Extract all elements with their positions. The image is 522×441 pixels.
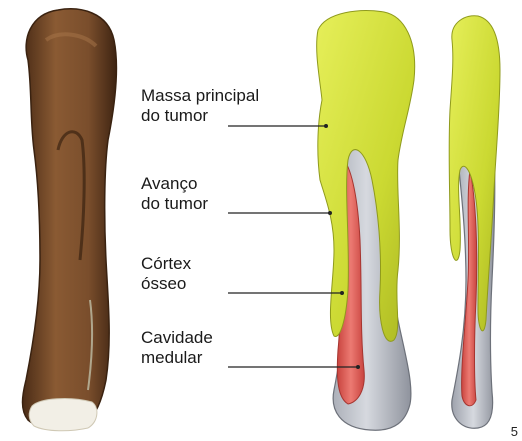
label-advance-line2: do tumor [141, 194, 208, 214]
figure-number: 5 [511, 424, 518, 439]
label-advance-line1: Avanço [141, 174, 208, 194]
label-medullary-cavity: Cavidade medular [141, 328, 213, 368]
ct-bone-side [449, 16, 500, 429]
leader-dot [324, 124, 328, 128]
leader-dot [328, 211, 332, 215]
label-cavity-line2: medular [141, 348, 213, 368]
leader-dot [340, 291, 344, 295]
label-cortex-line2: ósseo [141, 274, 191, 294]
label-main-mass-line2: do tumor [141, 106, 259, 126]
label-cavity-line1: Cavidade [141, 328, 213, 348]
label-main-mass-line1: Massa principal [141, 86, 259, 106]
label-tumor-advance: Avanço do tumor [141, 174, 208, 214]
leader-dot [356, 365, 360, 369]
fossil-bone [23, 9, 117, 431]
label-main-mass: Massa principal do tumor [141, 86, 259, 126]
label-bone-cortex: Córtex ósseo [141, 254, 191, 294]
label-cortex-line1: Córtex [141, 254, 191, 274]
